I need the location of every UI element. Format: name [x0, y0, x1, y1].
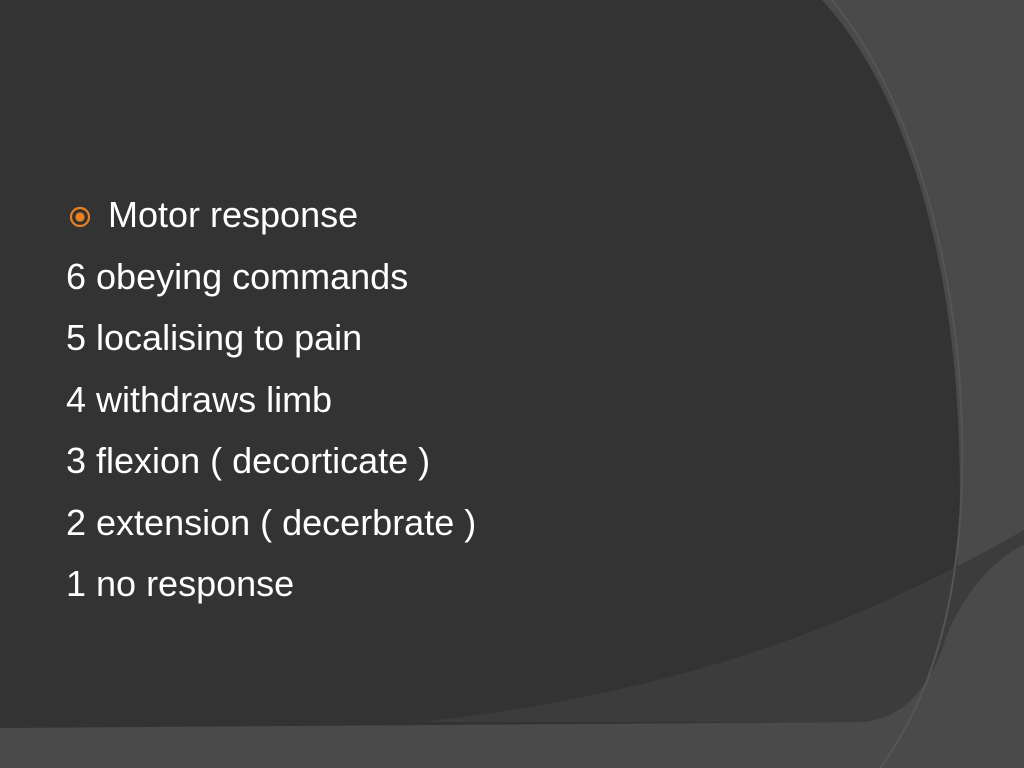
background-arc: [831, 0, 964, 768]
background-band: [420, 530, 1024, 722]
slide-body: Motor response 6 obeying commands 5 loca…: [66, 184, 866, 615]
list-item: 1 no response: [66, 563, 295, 604]
list-item: 6 obeying commands: [66, 255, 409, 297]
bullet-heading: Motor response: [66, 184, 866, 246]
target-circle-icon: [69, 206, 91, 228]
list-item: 4 withdraws limb: [66, 378, 333, 420]
list-item: 3 flexion ( decorticate ): [66, 440, 431, 481]
list-item: 5 localising to pain: [66, 317, 363, 358]
background-dark-shape: [0, 0, 960, 728]
heading-text: Motor response: [108, 194, 359, 235]
list-item: 2 extension ( decerbrate ): [66, 501, 477, 543]
